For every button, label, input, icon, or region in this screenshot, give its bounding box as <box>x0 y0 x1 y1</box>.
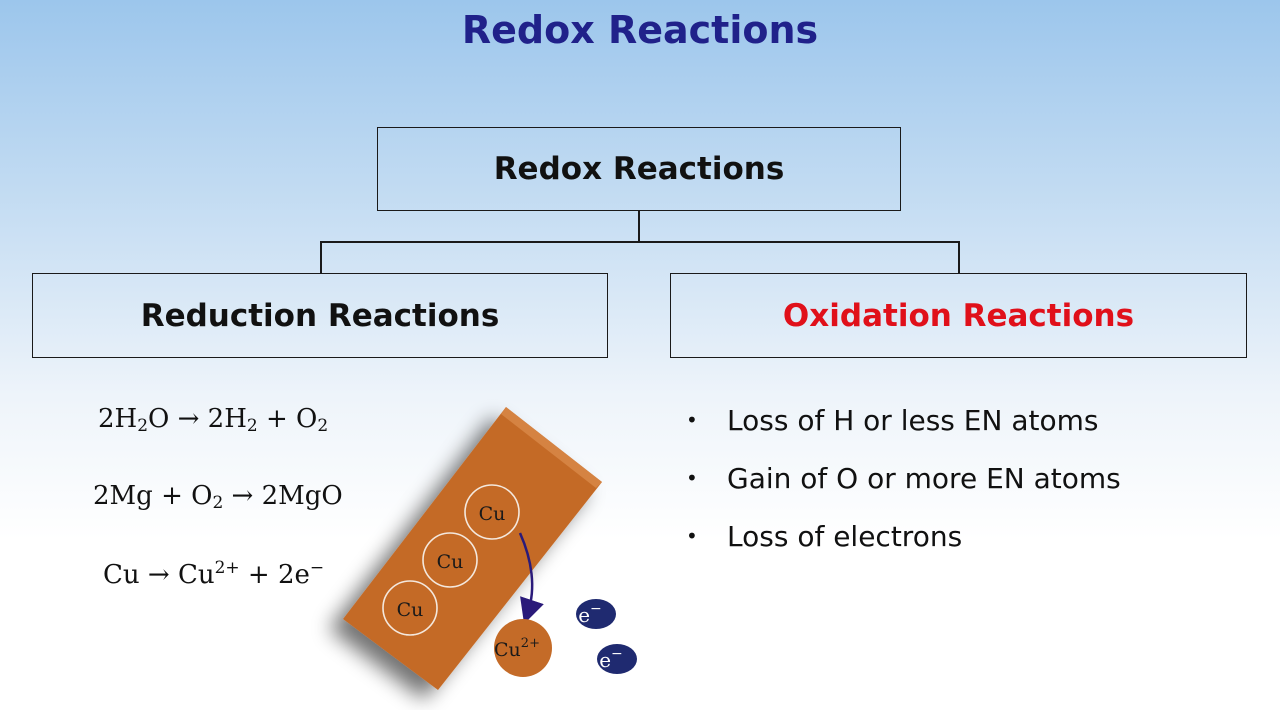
cu-atom-3 <box>382 580 438 636</box>
connector-horizontal <box>320 241 960 243</box>
page-title: Redox Reactions <box>461 8 819 52</box>
cu-atom-2 <box>422 532 478 588</box>
copper-oxidation-illustration: Cu Cu Cu Cu2+ e− e− <box>343 407 637 690</box>
equation-water: 2H2O → 2H2 + O2 <box>98 404 329 436</box>
cu-ion-label: Cu2+ <box>494 636 540 661</box>
connector-vertical-left <box>320 241 322 274</box>
connector-vertical-right <box>958 241 960 274</box>
oxidation-box: Oxidation Reactions <box>670 273 1247 358</box>
reduction-box-label: Reduction Reactions <box>140 297 500 334</box>
bullet-item: •Gain of O or more EN atoms <box>686 462 1121 495</box>
electron-1-shape <box>576 599 616 629</box>
copper-bar <box>343 407 602 690</box>
equation-copper: Cu → Cu2+ + 2e− <box>103 558 325 590</box>
reduction-box: Reduction Reactions <box>32 273 608 358</box>
electron-2: e− <box>597 644 637 674</box>
oxidation-box-label: Oxidation Reactions <box>782 297 1135 334</box>
equation-magnesium: 2Mg + O2 → 2MgO <box>93 481 343 513</box>
cu-ion-circle <box>494 619 552 677</box>
cu-ion: Cu2+ <box>494 619 552 677</box>
cu-atom-3-label: Cu <box>397 599 424 621</box>
copper-atoms: Cu Cu Cu <box>382 484 520 636</box>
ion-release-arrow <box>518 532 544 624</box>
oxidation-bullet-list: •Loss of H or less EN atoms •Gain of O o… <box>686 396 1121 570</box>
redox-root-box: Redox Reactions <box>377 127 901 211</box>
cu-atom-2-label: Cu <box>437 551 464 573</box>
connector-vertical-root <box>638 211 640 242</box>
root-box-label: Redox Reactions <box>493 151 785 187</box>
cu-atom-1-label: Cu <box>479 503 506 525</box>
electron-2-shape <box>597 644 637 674</box>
electron-1: e− <box>576 599 616 629</box>
electron-2-label: e− <box>599 646 623 672</box>
cu-atom-1 <box>464 484 520 540</box>
electron-1-label: e− <box>578 601 602 627</box>
bullet-item: •Loss of H or less EN atoms <box>686 404 1099 437</box>
bullet-item: •Loss of electrons <box>686 520 963 553</box>
